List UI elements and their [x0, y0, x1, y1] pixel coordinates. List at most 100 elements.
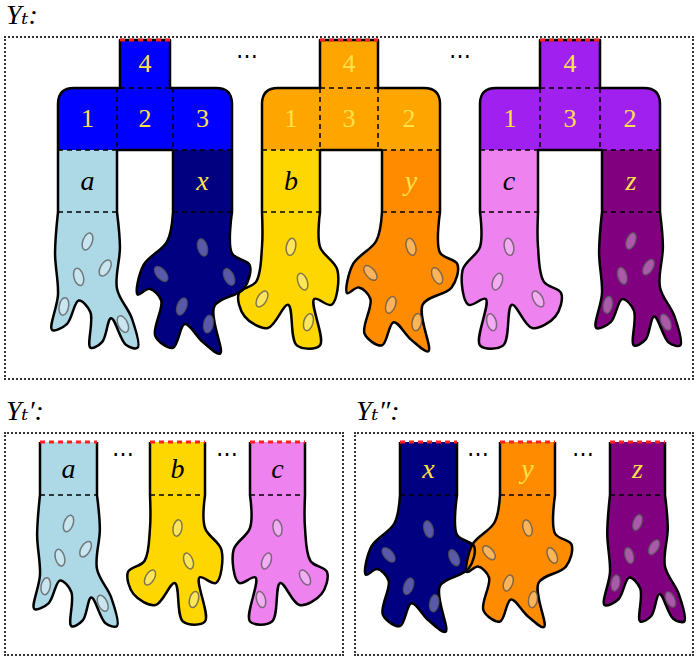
- cell-spot: [623, 546, 636, 564]
- root-boundary: [150, 441, 205, 444]
- cell-spot: [501, 574, 515, 593]
- branch-outline: [346, 150, 458, 351]
- tree-cell: b: [150, 442, 205, 495]
- root-boundary: [250, 441, 305, 444]
- tree-cell: c: [250, 442, 305, 495]
- cell-spot: [545, 546, 560, 565]
- tree-cell: 4: [120, 40, 170, 88]
- cell-spot: [53, 548, 66, 567]
- cell-divider: [377, 88, 379, 150]
- cell-letter: a: [62, 455, 76, 483]
- tree-cell: 2: [378, 88, 440, 150]
- cell-divider: [610, 494, 665, 496]
- cell-divider: [150, 494, 205, 496]
- cell-spot: [202, 315, 214, 334]
- trunk-fill: [262, 40, 440, 150]
- branch-outline: [604, 442, 685, 622]
- trunk-outline: [480, 40, 660, 150]
- ellipsis: ⋯: [467, 443, 489, 465]
- cell-spot: [77, 539, 93, 558]
- tree-cell: b: [262, 150, 320, 212]
- cell-letter: z: [632, 455, 643, 483]
- root-boundary: [540, 39, 600, 42]
- cell-number: 3: [564, 106, 577, 132]
- cell-divider: [250, 494, 305, 496]
- tree-cell: 3: [320, 88, 378, 150]
- branch-fill: [127, 442, 222, 625]
- branch-outline: [137, 150, 251, 354]
- cell-divider: [172, 88, 174, 150]
- branch-fill: [238, 150, 338, 349]
- cell-number: 3: [196, 106, 209, 132]
- branch-outline: [51, 150, 138, 348]
- cell-spot: [295, 272, 310, 292]
- cell-spot: [530, 289, 547, 309]
- cell-letter: x: [196, 167, 208, 195]
- tree-cell: 4: [320, 40, 378, 88]
- branch-outline: [33, 442, 117, 627]
- cell-letter: z: [626, 167, 637, 195]
- cell-letter: c: [271, 455, 283, 483]
- tree-cell: z: [602, 150, 660, 212]
- cell-number: 1: [504, 106, 517, 132]
- cell-divider: [382, 211, 440, 213]
- tree-panel: Yₜ″:xyz: [354, 432, 694, 656]
- branch-fill: [33, 442, 117, 627]
- cell-spot: [422, 520, 435, 539]
- cell-divider: [120, 87, 170, 89]
- cell-spot: [428, 594, 440, 612]
- cell-letter: a: [81, 167, 95, 195]
- cell-spot: [115, 314, 131, 334]
- cell-spot: [255, 590, 268, 608]
- cell-spot: [480, 544, 497, 562]
- tree-cell: 2: [117, 88, 173, 150]
- tree-cell: 2: [600, 88, 660, 150]
- cell-spot: [602, 295, 614, 314]
- cell-number: 4: [564, 51, 577, 77]
- cell-spot: [297, 568, 313, 587]
- root-boundary: [400, 441, 457, 444]
- root-boundary: [320, 39, 378, 42]
- cell-number: 1: [81, 106, 94, 132]
- branch-outline: [365, 442, 475, 632]
- cell-spot: [142, 568, 158, 587]
- root-boundary: [120, 39, 170, 42]
- cell-letter: c: [503, 167, 515, 195]
- ellipsis: ⋯: [112, 443, 134, 465]
- cell-spot: [152, 264, 171, 284]
- cell-spot: [663, 590, 678, 609]
- cell-spot: [182, 552, 196, 571]
- cell-letter: y: [521, 455, 533, 483]
- tree-cell: y: [382, 150, 440, 212]
- cell-number: 4: [343, 51, 356, 77]
- cell-letter: x: [422, 455, 434, 483]
- trunk-outline: [58, 40, 232, 150]
- cell-number: 2: [624, 106, 637, 132]
- trunk-outline: [117, 149, 173, 152]
- cell-divider: [320, 87, 378, 89]
- tree-cell: 3: [540, 88, 600, 150]
- cell-spot: [658, 312, 674, 332]
- cell-spot: [616, 266, 629, 285]
- cell-spot: [188, 590, 201, 608]
- cell-spot: [401, 577, 415, 596]
- tree-cell: 3: [173, 88, 232, 150]
- cell-number: 2: [403, 106, 416, 132]
- cell-spot: [624, 231, 639, 251]
- branch-fill: [604, 442, 685, 622]
- cell-spot: [72, 267, 86, 287]
- cell-spot: [380, 545, 398, 564]
- cell-spot: [521, 519, 534, 537]
- cell-letter: b: [171, 455, 185, 483]
- trunk-fill: [58, 40, 232, 150]
- cell-divider: [262, 149, 320, 151]
- tree-panel: Yₜ:4123ax4132by4132cz: [4, 36, 694, 380]
- cell-divider: [480, 149, 538, 151]
- cell-divider: [116, 88, 118, 150]
- cell-divider: [400, 494, 457, 496]
- cell-spot: [260, 552, 274, 571]
- cell-divider: [599, 88, 601, 150]
- cell-spot: [61, 514, 75, 533]
- cell-divider: [173, 211, 232, 213]
